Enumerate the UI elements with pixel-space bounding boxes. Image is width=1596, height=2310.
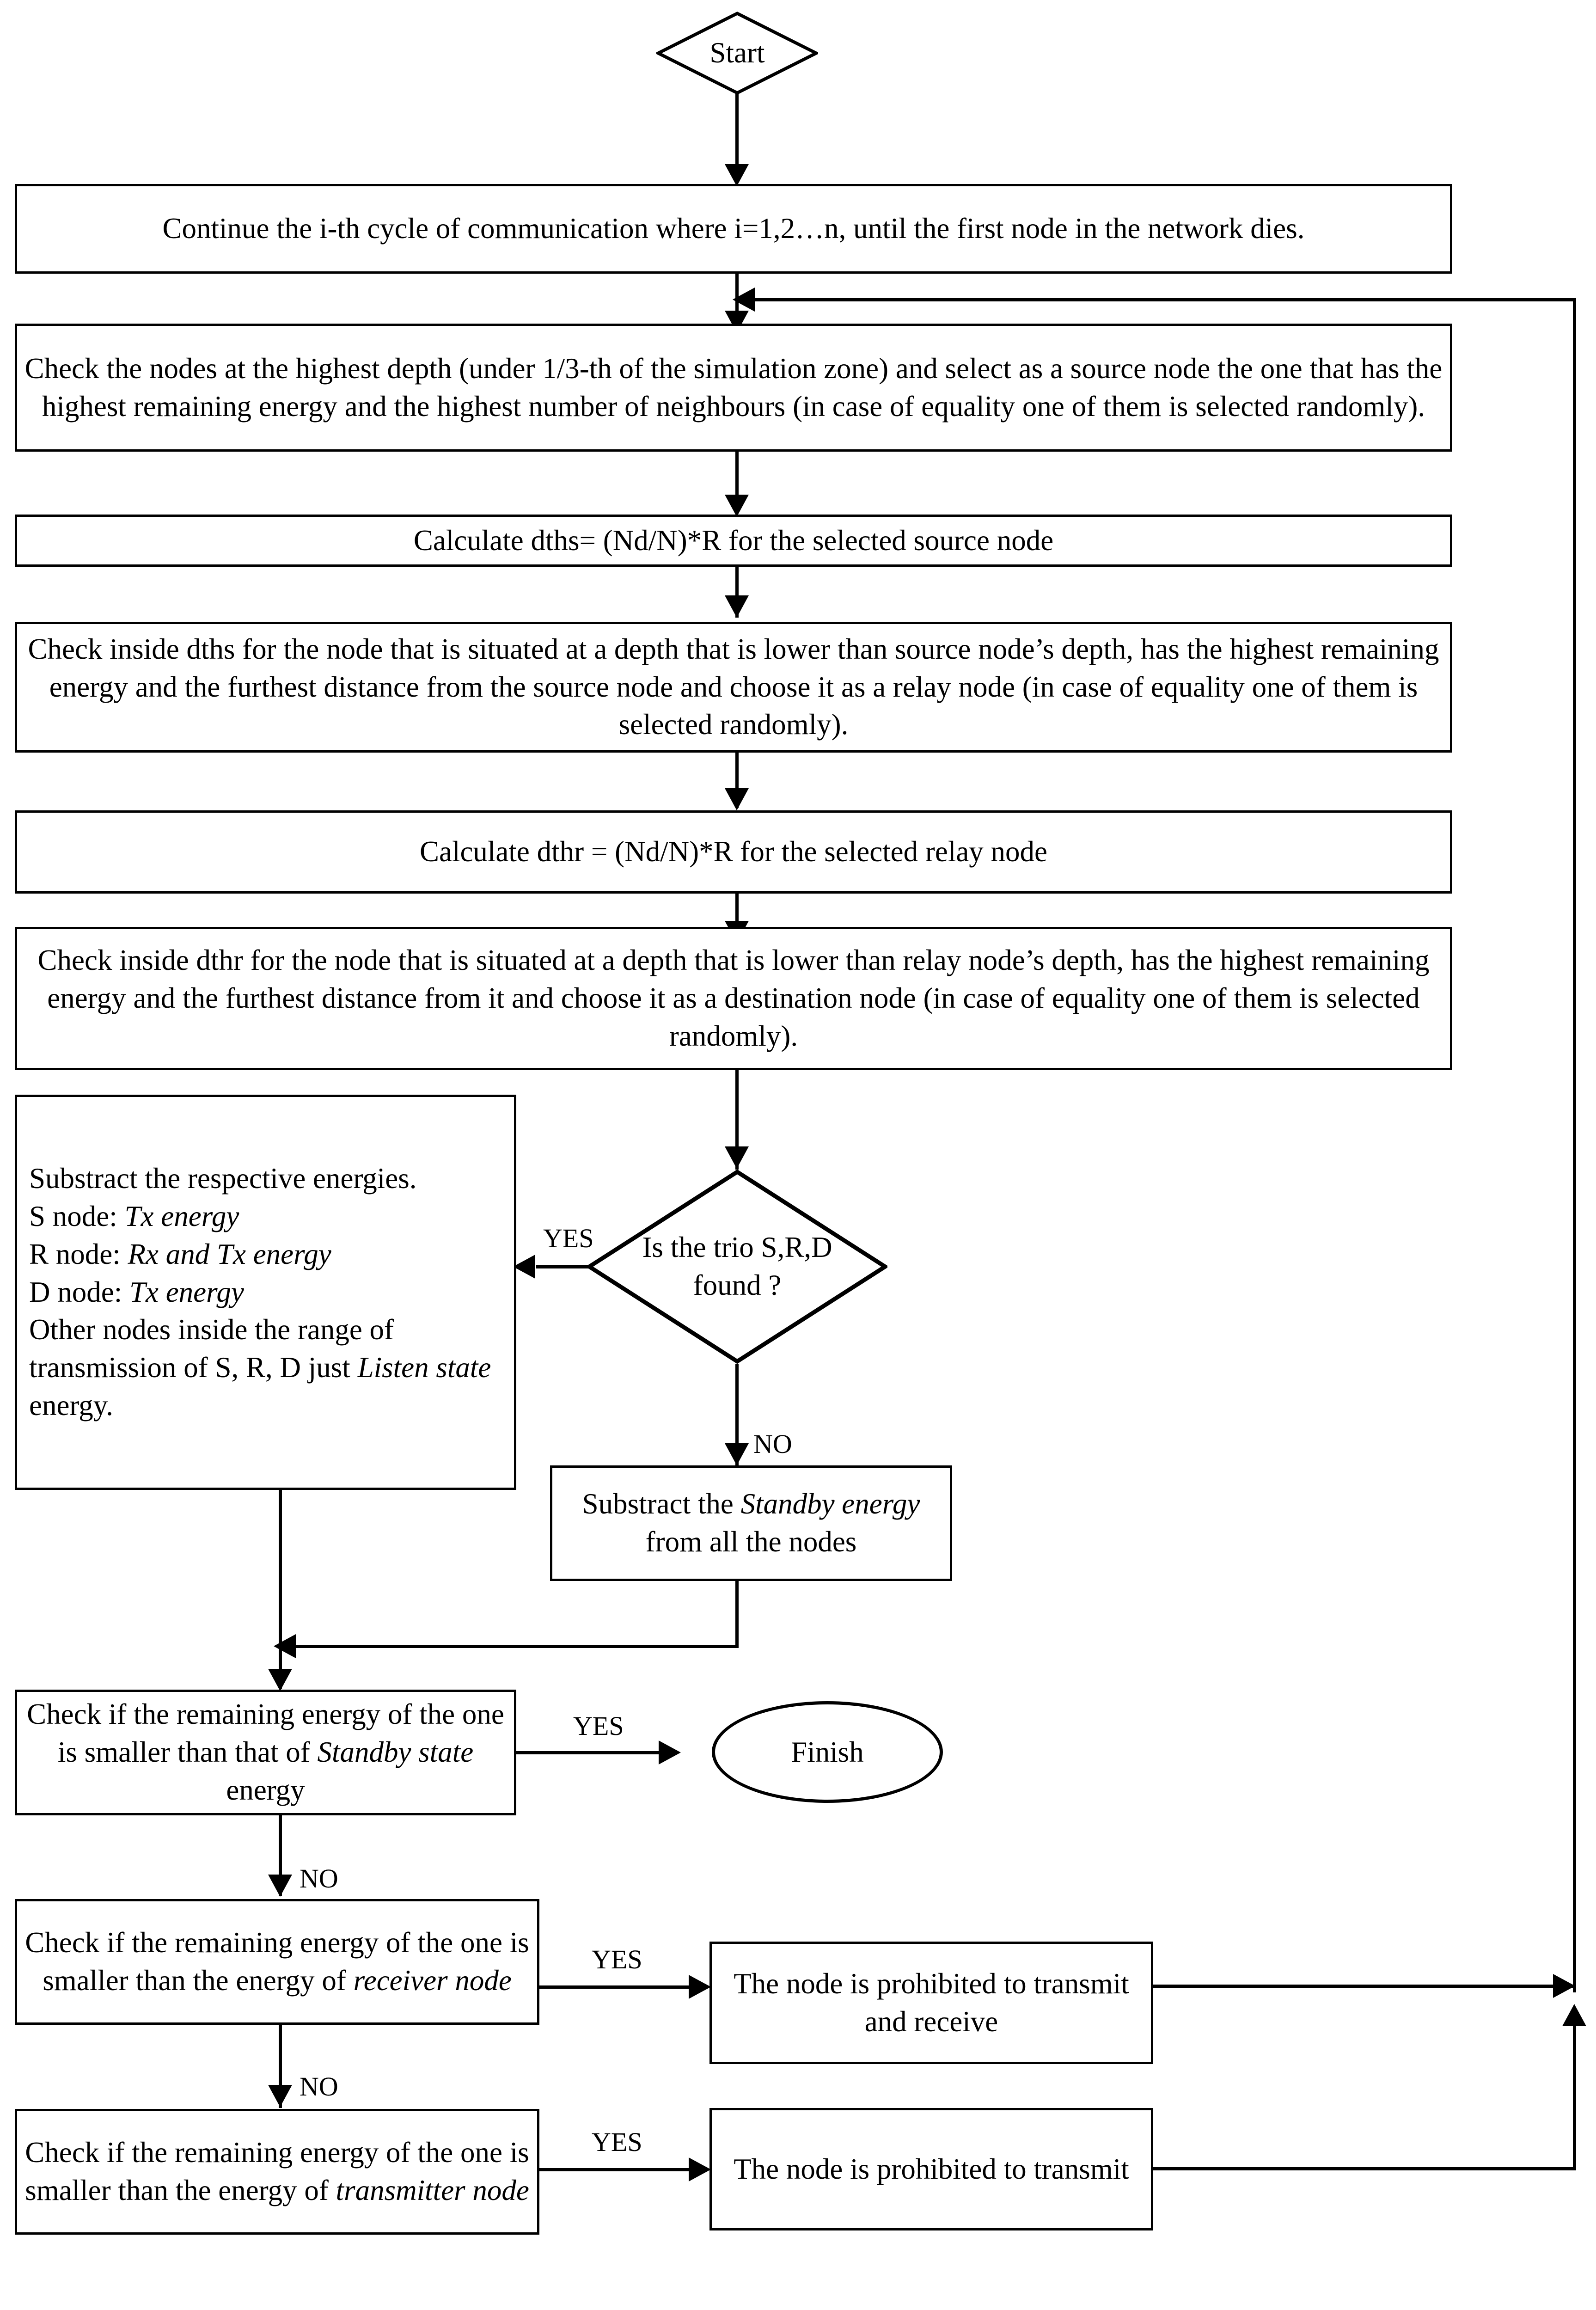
edge-receiver-yes	[539, 1985, 697, 1989]
arrowhead-feedback-top	[733, 288, 755, 312]
edge-label-receiver-yes: YES	[592, 1944, 642, 1974]
node-calculate-dths: Calculate dths= (Nd/N)*R for the selecte…	[15, 515, 1452, 567]
arrowhead-receiver-no	[268, 2085, 292, 2107]
substract-line-4: D node: Tx energy	[29, 1275, 244, 1308]
node-check-transmitter-label: Check if the remaining energy of the one…	[25, 2136, 529, 2206]
edge-label-trio-yes: YES	[543, 1223, 594, 1253]
node-check-standby-label: Check if the remaining energy of the one…	[27, 1698, 504, 1806]
node-prohibit-tx-rx: The node is prohibited to transmit and r…	[709, 1942, 1153, 2064]
arrowhead-prohibit-tx-rail	[1562, 2004, 1586, 2026]
arrowhead-to-check-standby	[268, 1669, 292, 1691]
node-start-label: Start	[709, 37, 765, 69]
substract-line-5: Other nodes inside the range of transmis…	[29, 1313, 491, 1422]
node-finish: Finish	[712, 1701, 943, 1803]
edge-receiver-no	[279, 2025, 282, 2108]
arrowhead-relay-to-dthr	[725, 788, 749, 810]
edge-label-standby-yes: YES	[573, 1711, 624, 1741]
edge-trio-no	[735, 1364, 739, 1465]
edge-label-standby-no: NO	[300, 1863, 338, 1893]
substract-line-2: S node: Tx energy	[29, 1200, 239, 1232]
edge-transmitter-yes	[539, 2168, 697, 2171]
node-check-receiver: Check if the remaining energy of the one…	[15, 1899, 539, 2025]
node-select-source: Check the nodes at the highest depth (un…	[15, 324, 1452, 452]
edge-relay-to-dthr	[735, 753, 739, 808]
node-continue-cycle: Continue the i-th cycle of communication…	[15, 184, 1452, 274]
edge-trio-yes	[536, 1265, 592, 1268]
node-substract-standby-label: Substract the Standby energy from all th…	[582, 1488, 920, 1558]
node-calculate-dths-label: Calculate dths= (Nd/N)*R for the selecte…	[413, 524, 1054, 557]
arrowhead-dest-to-decision	[725, 1146, 749, 1169]
edge-substract-to-check-standby	[279, 1490, 282, 1689]
edge-start-to-continue	[735, 92, 739, 173]
node-select-source-label: Check the nodes at the highest depth (un…	[24, 352, 1443, 423]
node-prohibit-tx-rx-label: The node is prohibited to transmit and r…	[734, 1967, 1129, 2038]
arrowhead-standby-no	[268, 1875, 292, 1897]
edge-prohibit-txrx-to-rail	[1153, 1985, 1576, 1988]
edge-dths-to-relay	[735, 567, 739, 618]
node-trio-decision-label: Is the trio S,R,D found ?	[642, 1231, 832, 1301]
substract-line-1: Substract the respective energies.	[29, 1162, 417, 1195]
arrowhead-source-to-dths	[725, 495, 749, 517]
node-select-destination: Check inside dthr for the node that is s…	[15, 927, 1452, 1070]
node-select-destination-label: Check inside dthr for the node that is s…	[37, 944, 1430, 1052]
arrowhead-start-to-continue	[725, 164, 749, 186]
node-calculate-dthr-label: Calculate dthr = (Nd/N)*R for the select…	[419, 835, 1048, 868]
arrowhead-receiver-yes	[689, 1975, 711, 1999]
edge-standby-left	[296, 1645, 737, 1648]
edge-prohibit-tx-to-rail	[1153, 2167, 1576, 2170]
arrowhead-dths-to-relay	[725, 595, 749, 618]
node-trio-decision: Is the trio S,R,D found ?	[587, 1170, 887, 1364]
node-continue-cycle-label: Continue the i-th cycle of communication…	[162, 212, 1305, 245]
feedback-line-vertical-right	[1573, 298, 1576, 1992]
edge-source-to-dths	[735, 452, 739, 509]
arrowhead-trio-no	[725, 1443, 749, 1465]
arrowhead-prohibit-txrx-rail	[1553, 1974, 1575, 1998]
node-substract-energies: Substract the respective energies. S nod…	[15, 1095, 516, 1490]
node-substract-energies-body: Substract the respective energies. S nod…	[17, 1160, 514, 1425]
node-start: Start	[656, 12, 818, 95]
arrowhead-standby-merge	[274, 1634, 296, 1658]
edge-standby-down	[735, 1581, 739, 1648]
edge-label-transmitter-yes: YES	[592, 2127, 642, 2157]
edge-dthr-to-dest	[735, 894, 739, 944]
edge-standby-no	[279, 1815, 282, 1896]
arrowhead-standby-yes	[659, 1740, 681, 1765]
diamond-shape-trio	[587, 1170, 887, 1364]
node-calculate-dthr: Calculate dthr = (Nd/N)*R for the select…	[15, 810, 1452, 894]
node-check-transmitter: Check if the remaining energy of the one…	[15, 2109, 539, 2235]
node-prohibit-tx: The node is prohibited to transmit	[709, 2108, 1153, 2230]
edge-dest-to-decision	[735, 1070, 739, 1170]
substract-line-3: R node: Rx and Tx energy	[29, 1238, 331, 1270]
edge-standby-yes	[516, 1751, 664, 1754]
edge-prohibit-tx-rail-up	[1573, 2016, 1576, 2170]
arrowhead-transmitter-yes	[689, 2157, 711, 2181]
node-check-receiver-label: Check if the remaining energy of the one…	[25, 1926, 529, 1997]
node-prohibit-tx-label: The node is prohibited to transmit	[734, 2152, 1129, 2185]
arrowhead-trio-yes	[513, 1255, 535, 1279]
feedback-line-horizontal-top	[749, 298, 1576, 301]
node-check-standby: Check if the remaining energy of the one…	[15, 1690, 516, 1815]
edge-label-receiver-no: NO	[300, 2071, 338, 2102]
edge-label-trio-no: NO	[753, 1429, 792, 1459]
node-select-relay-label: Check inside dths for the node that is s…	[28, 632, 1439, 741]
node-select-relay: Check inside dths for the node that is s…	[15, 622, 1452, 753]
node-substract-standby: Substract the Standby energy from all th…	[550, 1465, 952, 1581]
diamond-shape-start	[656, 12, 818, 95]
node-finish-label: Finish	[791, 1735, 864, 1768]
